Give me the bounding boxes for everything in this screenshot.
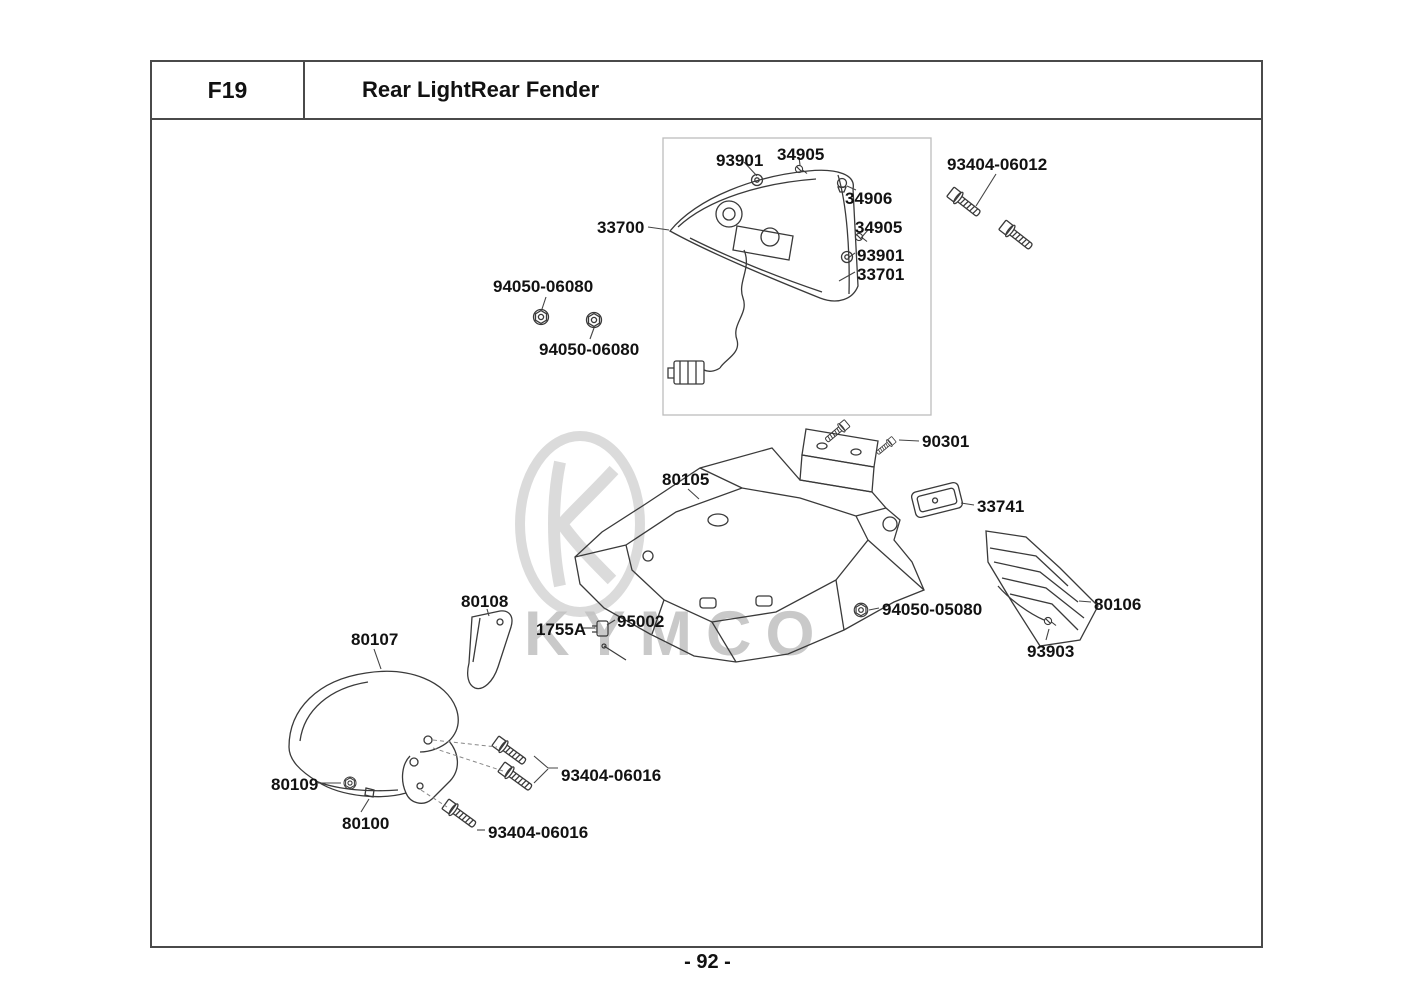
diagram-frame: F19 Rear LightRear Fender bbox=[150, 60, 1263, 948]
part-label: 33701 bbox=[857, 265, 905, 284]
part-label: 80107 bbox=[351, 630, 399, 649]
part-label: 94050-06080 bbox=[539, 340, 640, 359]
part-label: 34905 bbox=[855, 218, 903, 237]
part-label: 1755A bbox=[536, 620, 587, 639]
part-label: 80109 bbox=[271, 775, 319, 794]
part-label: 33700 bbox=[597, 218, 645, 237]
part-label: 80100 bbox=[342, 814, 390, 833]
part-label: 93404-06016 bbox=[488, 823, 589, 842]
part-label: 34906 bbox=[845, 189, 893, 208]
part-label: 33741 bbox=[977, 497, 1025, 516]
part-label: 93901 bbox=[857, 246, 905, 265]
part-label: 93903 bbox=[1027, 642, 1075, 661]
section-code: F19 bbox=[152, 62, 305, 118]
part-label: 93404-06016 bbox=[561, 766, 662, 785]
part-label: 93404-06012 bbox=[947, 155, 1048, 174]
page-number: - 92 - bbox=[684, 951, 731, 973]
part-label: 80105 bbox=[662, 470, 710, 489]
page-title: Rear LightRear Fender bbox=[362, 77, 600, 102]
part-label: 34905 bbox=[777, 145, 825, 164]
part-label: 90301 bbox=[922, 432, 970, 451]
part-label: 80106 bbox=[1094, 595, 1142, 614]
part-label: 80108 bbox=[461, 592, 509, 611]
header-row: F19 Rear LightRear Fender bbox=[152, 62, 1261, 120]
part-label: 94050-06080 bbox=[493, 277, 594, 296]
part-label: 94050-05080 bbox=[882, 600, 983, 619]
part-label: 95002 bbox=[617, 612, 665, 631]
part-label: 93901 bbox=[716, 151, 764, 170]
